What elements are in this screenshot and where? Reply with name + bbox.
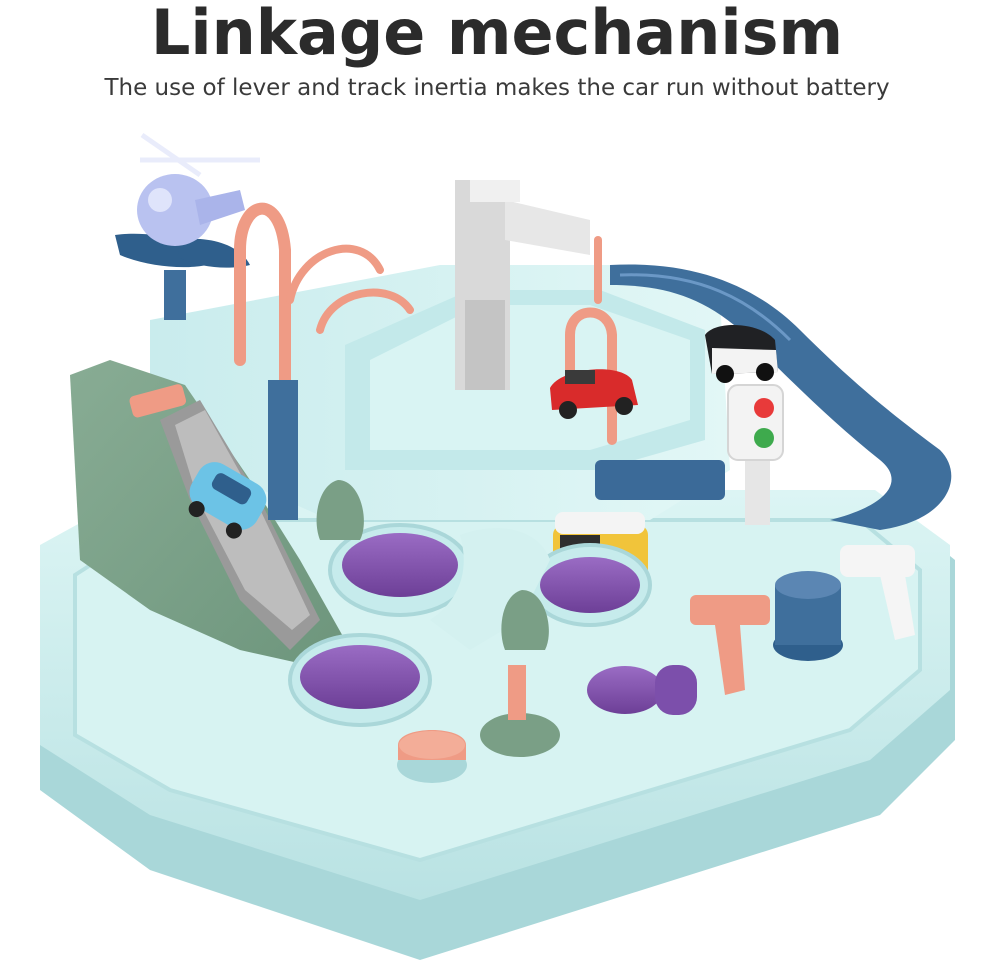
blue-block [595, 460, 725, 500]
page-subtitle: The use of lever and track inertia makes… [104, 75, 890, 101]
salmon-arches [234, 202, 617, 445]
blue-car-icon [188, 462, 267, 539]
blue-pillar [268, 380, 298, 520]
page-title: Linkage mechanism [150, 0, 844, 69]
blue-track [595, 264, 952, 530]
control-buttons [397, 545, 915, 783]
crane-icon [455, 180, 590, 390]
fire-car-icon [550, 369, 638, 419]
helicopter-icon [115, 132, 260, 320]
police-car-icon [705, 324, 778, 383]
traffic-light-icon [727, 384, 784, 525]
tree-icon [316, 480, 549, 650]
